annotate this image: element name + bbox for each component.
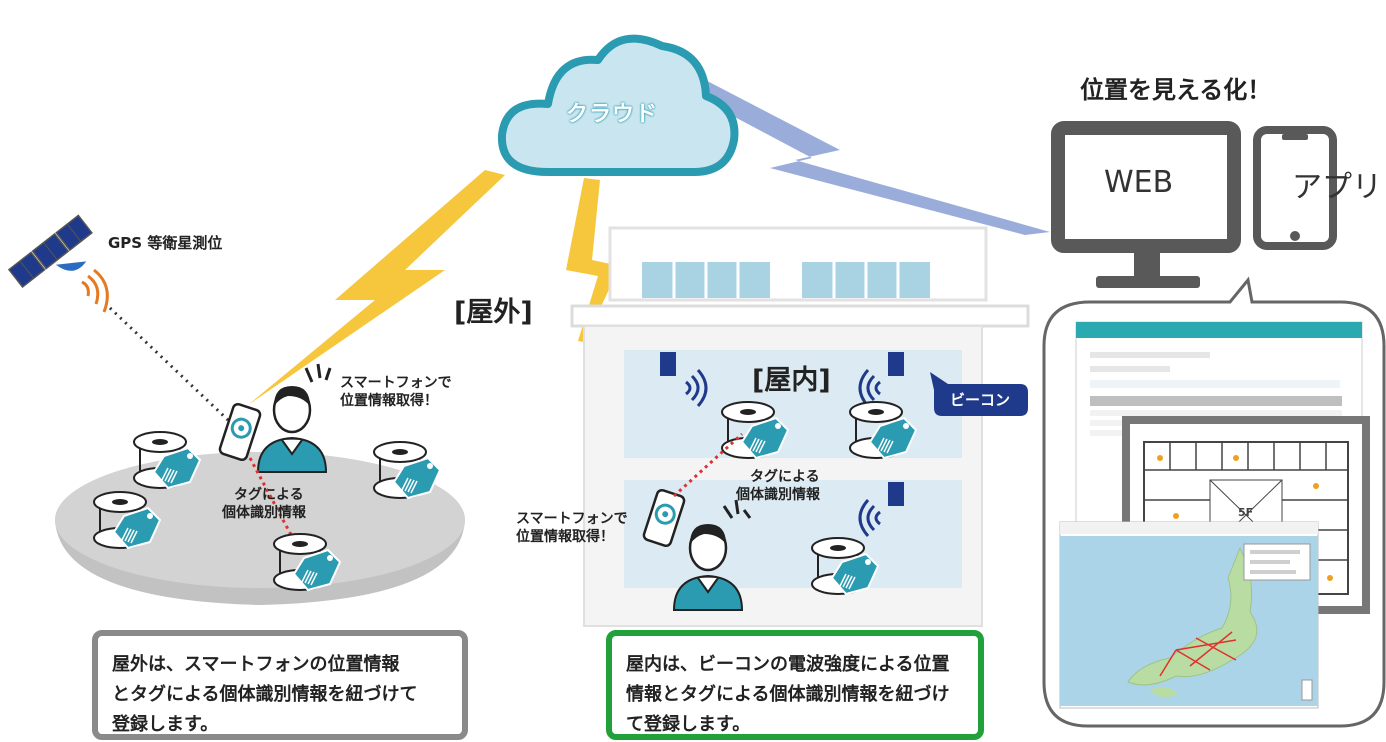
app-label: アプリ (1292, 170, 1382, 205)
beacon-icon (888, 482, 904, 506)
indoor-tag-note-line2: 個体識別情報 (736, 487, 820, 503)
outdoor-phone-note-line1: スマートフォンで (340, 375, 452, 391)
indoor-caption-line: 情報とタグによる個体識別情報を紐づけ (626, 684, 950, 705)
cloud-label: クラウド (566, 102, 659, 127)
outdoor-person-icon (256, 384, 328, 474)
indoor-caption-line: 屋内は、ビーコンの電波強度による位置 (626, 654, 950, 675)
outdoor-tag-icon (133, 431, 201, 489)
cloud-icon (497, 34, 739, 176)
indoor-caption-box: 屋内は、ビーコンの電波強度による位置 情報とタグによる個体識別情報を紐づけ て登… (606, 630, 984, 740)
outdoor-tag-note-line2: 個体識別情報 (222, 505, 306, 521)
monitor-icon (1051, 121, 1241, 288)
outdoor-caption-box: 屋外は、スマートフォンの位置情報 とタグによる個体識別情報を紐づけて 登録します… (92, 630, 468, 740)
outdoor-caption-line: とタグによる個体識別情報を紐づけて (112, 684, 418, 705)
indoor-phone-note-line2: 位置情報取得！ (516, 529, 614, 545)
outdoor-phone-note-line2: 位置情報取得！ (340, 393, 438, 409)
outdoor-exclaim-icon (304, 363, 332, 383)
outdoor-caption-line: 屋外は、スマートフォンの位置情報 (112, 654, 400, 675)
beacon-label: ビーコン (950, 391, 1011, 409)
screenshot-map (1059, 521, 1319, 709)
outdoor-tag-note-line1: タグによる (234, 487, 304, 503)
lightning-cloud-to-outdoor (248, 170, 505, 405)
beacon-icon (660, 352, 676, 376)
building-icon (570, 226, 1030, 627)
indoor-caption-line: て登録します。 (626, 714, 751, 735)
indoor-tag-link (672, 432, 744, 498)
gps-signal-icon (81, 268, 109, 313)
outdoor-section-label: [屋外] (454, 297, 533, 328)
web-label: WEB (1104, 165, 1174, 200)
tablet-icon (1253, 126, 1337, 250)
indoor-section-label: [屋内] (752, 365, 831, 396)
indoor-phone-note-line1: スマートフォンで (516, 511, 628, 527)
headline: 位置を見える化！ (1080, 76, 1272, 104)
gps-label: GPS 等衛星測位 (108, 234, 223, 252)
gps-dotted-line (108, 306, 230, 422)
floor-label: 5F (1238, 506, 1254, 519)
satellite-icon (7, 214, 93, 289)
indoor-tag-note-line1: タグによる (750, 469, 820, 485)
beacon-callout (930, 372, 1028, 416)
lightning-cloud-to-devices (680, 72, 1050, 235)
indoor-exclaim-icon (722, 499, 752, 519)
beacon-icon (888, 352, 904, 376)
outdoor-tag-link (248, 457, 300, 549)
outdoor-caption-line: 登録します。 (112, 714, 219, 735)
